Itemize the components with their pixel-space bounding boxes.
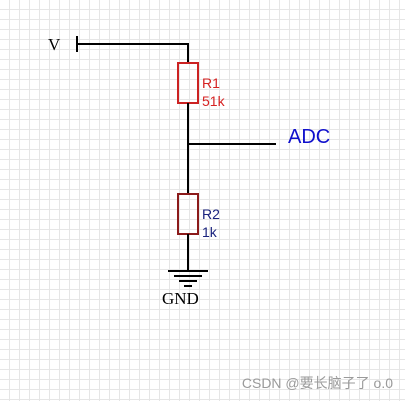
ground-symbol-icon bbox=[168, 270, 208, 287]
supply-label: V bbox=[48, 35, 61, 54]
r1-resistor-body bbox=[177, 62, 199, 104]
watermark: CSDN @要长脑子了 o.0 bbox=[241, 375, 393, 391]
r1-designator: R1 bbox=[202, 75, 220, 91]
r2-designator: R2 bbox=[202, 206, 220, 222]
r2-resistor-body bbox=[177, 193, 199, 235]
ground-label: GND bbox=[162, 289, 199, 308]
r2-value: 1k bbox=[202, 224, 218, 240]
adc-label: ADC bbox=[288, 126, 330, 148]
r1-value: 51k bbox=[202, 93, 226, 109]
